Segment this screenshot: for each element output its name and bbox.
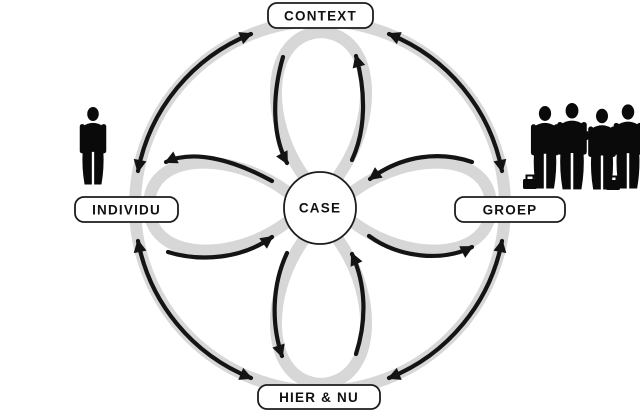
petal-bottom-return-arrow [349, 251, 366, 357]
hier-nu-box [257, 384, 381, 410]
individu-label: INDIVIDU [92, 203, 161, 218]
petal-left-return-arrow [165, 234, 275, 260]
case-circle [283, 171, 357, 245]
ring-arrow-individu-hiernu [133, 238, 254, 381]
groep-box [454, 196, 566, 223]
petal-top-return-arrow [273, 54, 290, 166]
case-label: CASE [299, 201, 341, 216]
ring-arrow-context-individu [133, 31, 254, 174]
petal-bottom-out-arrow [272, 250, 290, 359]
individu-box [74, 196, 179, 223]
petal-right-return-arrow [367, 154, 475, 182]
single-person-icon [79, 106, 107, 185]
hier-nu-label: HIER & NU [279, 390, 359, 405]
context-label: CONTEXT [284, 9, 357, 24]
group-people-icon [522, 102, 640, 191]
petal-top-out-arrow [349, 53, 366, 163]
context-box [267, 2, 374, 29]
node-label-groep: GROEP [454, 196, 566, 223]
held-document [572, 131, 590, 144]
center-node-case: CASE [283, 171, 357, 245]
ring-arrow-groep-hiernu [386, 238, 507, 381]
ring-arrow-context-groep [386, 31, 507, 174]
groep-label: GROEP [483, 203, 538, 218]
node-label-context: CONTEXT [267, 2, 374, 29]
node-label-hier-nu: HIER & NU [257, 384, 381, 410]
petal-right-out-arrow [366, 233, 475, 258]
petal-left-out-arrow [163, 151, 275, 184]
petal-bottom [270, 235, 372, 391]
node-label-individu: INDIVIDU [74, 196, 179, 223]
